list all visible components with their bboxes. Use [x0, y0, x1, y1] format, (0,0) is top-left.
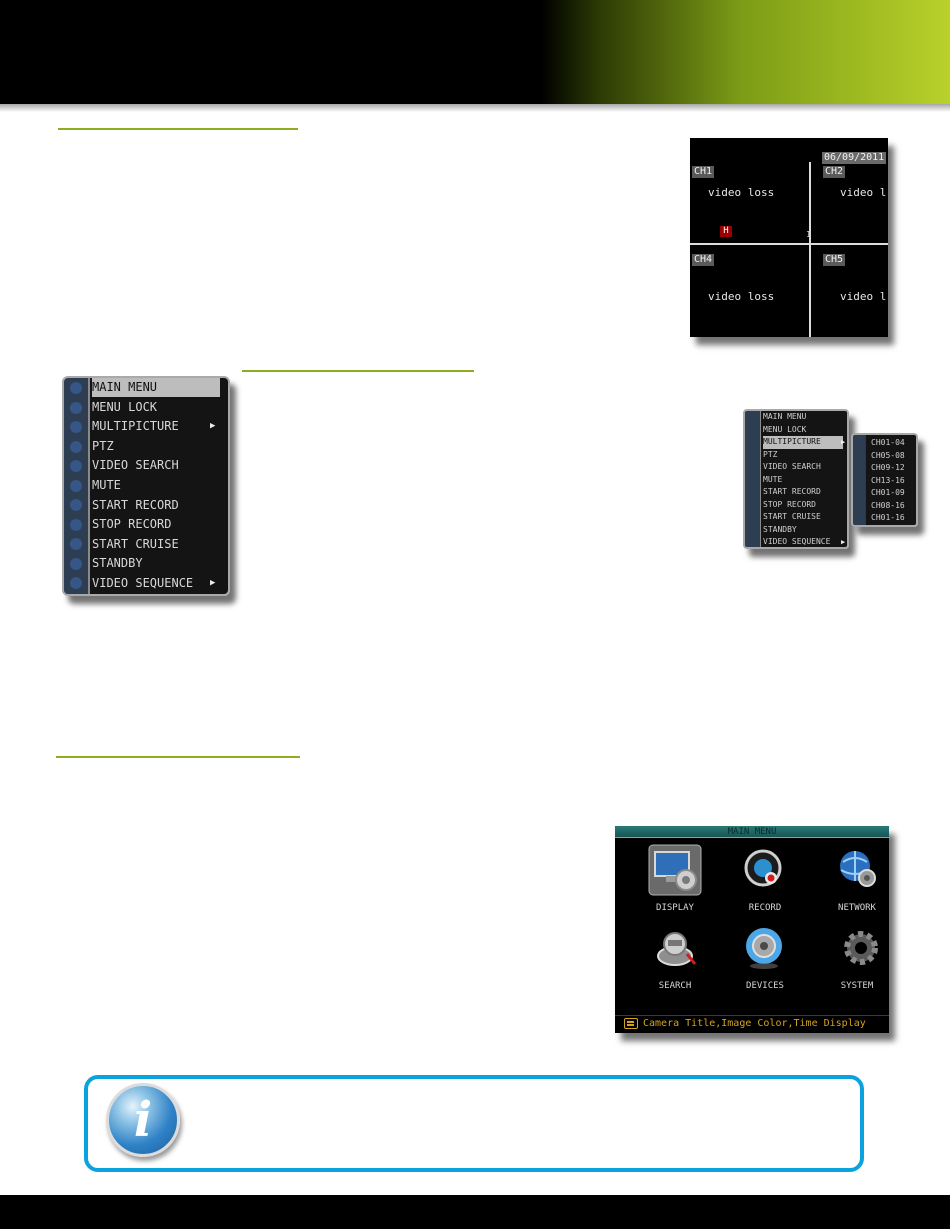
main-menu-titlebar — [615, 826, 889, 838]
page-footer-band — [0, 1195, 950, 1229]
small-menu-item-ptz[interactable]: PTZ — [763, 449, 778, 459]
menu-item-video-search[interactable]: VIDEO SEARCH — [92, 458, 179, 473]
small-menu-item-start-record[interactable]: START RECORD — [763, 487, 821, 496]
small-menu-item-stop-record[interactable]: STOP RECORD — [763, 499, 816, 509]
menu-item-start-cruise[interactable]: START CRUISE — [92, 536, 179, 551]
popup-menu: MAIN MENU MENU LOCK MULTIPICTURE ▶ PTZ V… — [62, 376, 230, 596]
menu-icon-separator — [88, 378, 90, 594]
small-menu-item-main-menu[interactable]: MAIN MENU — [763, 412, 807, 421]
submenu-item[interactable]: CH05-08 — [871, 450, 905, 460]
page-header-band — [0, 0, 950, 104]
section-rule-3 — [56, 756, 300, 758]
menu-item-stop-record[interactable]: STOP RECORD — [92, 517, 172, 532]
search-icon — [70, 460, 82, 472]
small-menu-item-video-search[interactable]: VIDEO SEARCH — [763, 462, 821, 471]
channel-label-ch2: CH2 — [823, 166, 846, 178]
network-icon[interactable] — [837, 848, 879, 890]
section-rule-2 — [242, 370, 474, 372]
menu-item-ptz[interactable]: PTZ — [92, 438, 114, 453]
submenu-arrow-icon: ▶ — [210, 421, 216, 432]
lock-icon — [70, 402, 82, 414]
info-callout-box — [84, 1075, 864, 1172]
main-menu-status-text: Camera Title,Image Color,Time Display — [643, 1018, 866, 1029]
stop-icon — [70, 519, 82, 531]
submenu-item[interactable]: CH08-16 — [871, 500, 905, 510]
submenu-item[interactable]: CH01-16 — [871, 513, 905, 522]
multipicture-submenu: CH01-04 CH05-08 CH09-12 CH13-16 CH01-09 … — [851, 433, 918, 527]
small-menu-item-menu-lock[interactable]: MENU LOCK — [763, 424, 807, 434]
section-rule-1 — [58, 128, 298, 130]
channel-index: 1 — [806, 230, 811, 239]
submenu-arrow-icon: ▶ — [210, 578, 216, 588]
channel-status-ch5: video l — [840, 290, 887, 303]
cruise-icon — [70, 538, 82, 550]
menu-item-menu-lock[interactable]: MENU LOCK — [92, 399, 158, 414]
submenu-item[interactable]: CH13-16 — [871, 475, 905, 485]
sequence-icon — [70, 577, 82, 589]
channel-status-ch1: video loss — [708, 186, 775, 199]
record-marker: H — [720, 226, 732, 237]
devices-icon[interactable] — [741, 924, 787, 972]
small-menu-item-standby[interactable]: STANDBY — [763, 524, 797, 534]
menu-item-mute[interactable]: MUTE — [92, 478, 121, 492]
menu-item-standby[interactable]: STANDBY — [92, 556, 143, 571]
menu-item-video-sequence[interactable]: VIDEO SEQUENCE — [92, 576, 194, 590]
main-menu-label-search: SEARCH — [658, 981, 692, 991]
record-icon — [70, 499, 82, 511]
small-menu-item-mute[interactable]: MUTE — [763, 474, 783, 484]
main-menu-status-bar — [615, 1015, 889, 1033]
menu-item-multipicture[interactable]: MULTIPICTURE — [92, 419, 179, 434]
channel-label-ch4: CH4 — [692, 254, 715, 266]
info-icon: i — [106, 1083, 180, 1157]
ptz-icon — [70, 441, 82, 453]
grid-vertical-divider — [809, 162, 811, 337]
menu-icon-separator — [760, 411, 761, 547]
menu-item-main-menu[interactable]: MAIN MENU — [92, 378, 220, 397]
submenu-item[interactable]: CH09-12 — [871, 463, 905, 472]
small-menu-item-multipicture[interactable]: MULTIPICTURE — [763, 436, 843, 449]
multipicture-icon — [70, 421, 82, 433]
small-menu-item-start-cruise[interactable]: START CRUISE — [763, 512, 821, 521]
channel-label-ch5: CH5 — [823, 254, 846, 266]
main-menu-screen: MAIN MENU DISPLAY RECORD NETWORK SEARCH — [615, 826, 889, 1033]
live-view-screen: 06/09/2011 CH1 video loss H 1 CH2 video … — [690, 138, 888, 337]
main-menu-label-record: RECORD — [748, 903, 782, 913]
message-bubble-icon — [624, 1018, 638, 1029]
header-shadow — [0, 104, 950, 112]
main-menu-label-network: NETWORK — [838, 903, 876, 913]
popup-menu-small: MAIN MENU MENU LOCK MULTIPICTURE ▶ PTZ V… — [743, 409, 849, 549]
channel-label-ch1: CH1 — [692, 166, 715, 178]
main-menu-label-devices: DEVICES — [746, 981, 784, 991]
main-menu-icon — [70, 382, 82, 394]
main-menu-label-display: DISPLAY — [656, 903, 694, 913]
standby-icon — [70, 558, 82, 570]
main-menu-title: MAIN MENU — [727, 827, 777, 837]
menu-item-start-record[interactable]: START RECORD — [92, 497, 179, 512]
submenu-item[interactable]: CH01-04 — [871, 438, 905, 447]
channel-status-ch4: video loss — [708, 290, 775, 303]
submenu-arrow-icon: ▶ — [841, 538, 846, 546]
small-menu-item-video-sequence[interactable]: VIDEO SEQUENCE — [763, 537, 831, 546]
submenu-arrow-icon: ▶ — [841, 438, 846, 446]
channel-status-ch2: video l — [840, 186, 887, 199]
gear-icon[interactable] — [841, 928, 881, 968]
main-menu-label-system: SYSTEM — [840, 981, 874, 991]
grid-horizontal-divider — [690, 243, 888, 245]
record-icon[interactable] — [743, 848, 783, 890]
display-icon[interactable] — [648, 844, 702, 896]
mute-icon — [70, 480, 82, 492]
search-icon[interactable] — [655, 926, 699, 970]
date-display: 06/09/2011 — [822, 152, 887, 164]
submenu-item[interactable]: CH01-09 — [871, 488, 905, 497]
